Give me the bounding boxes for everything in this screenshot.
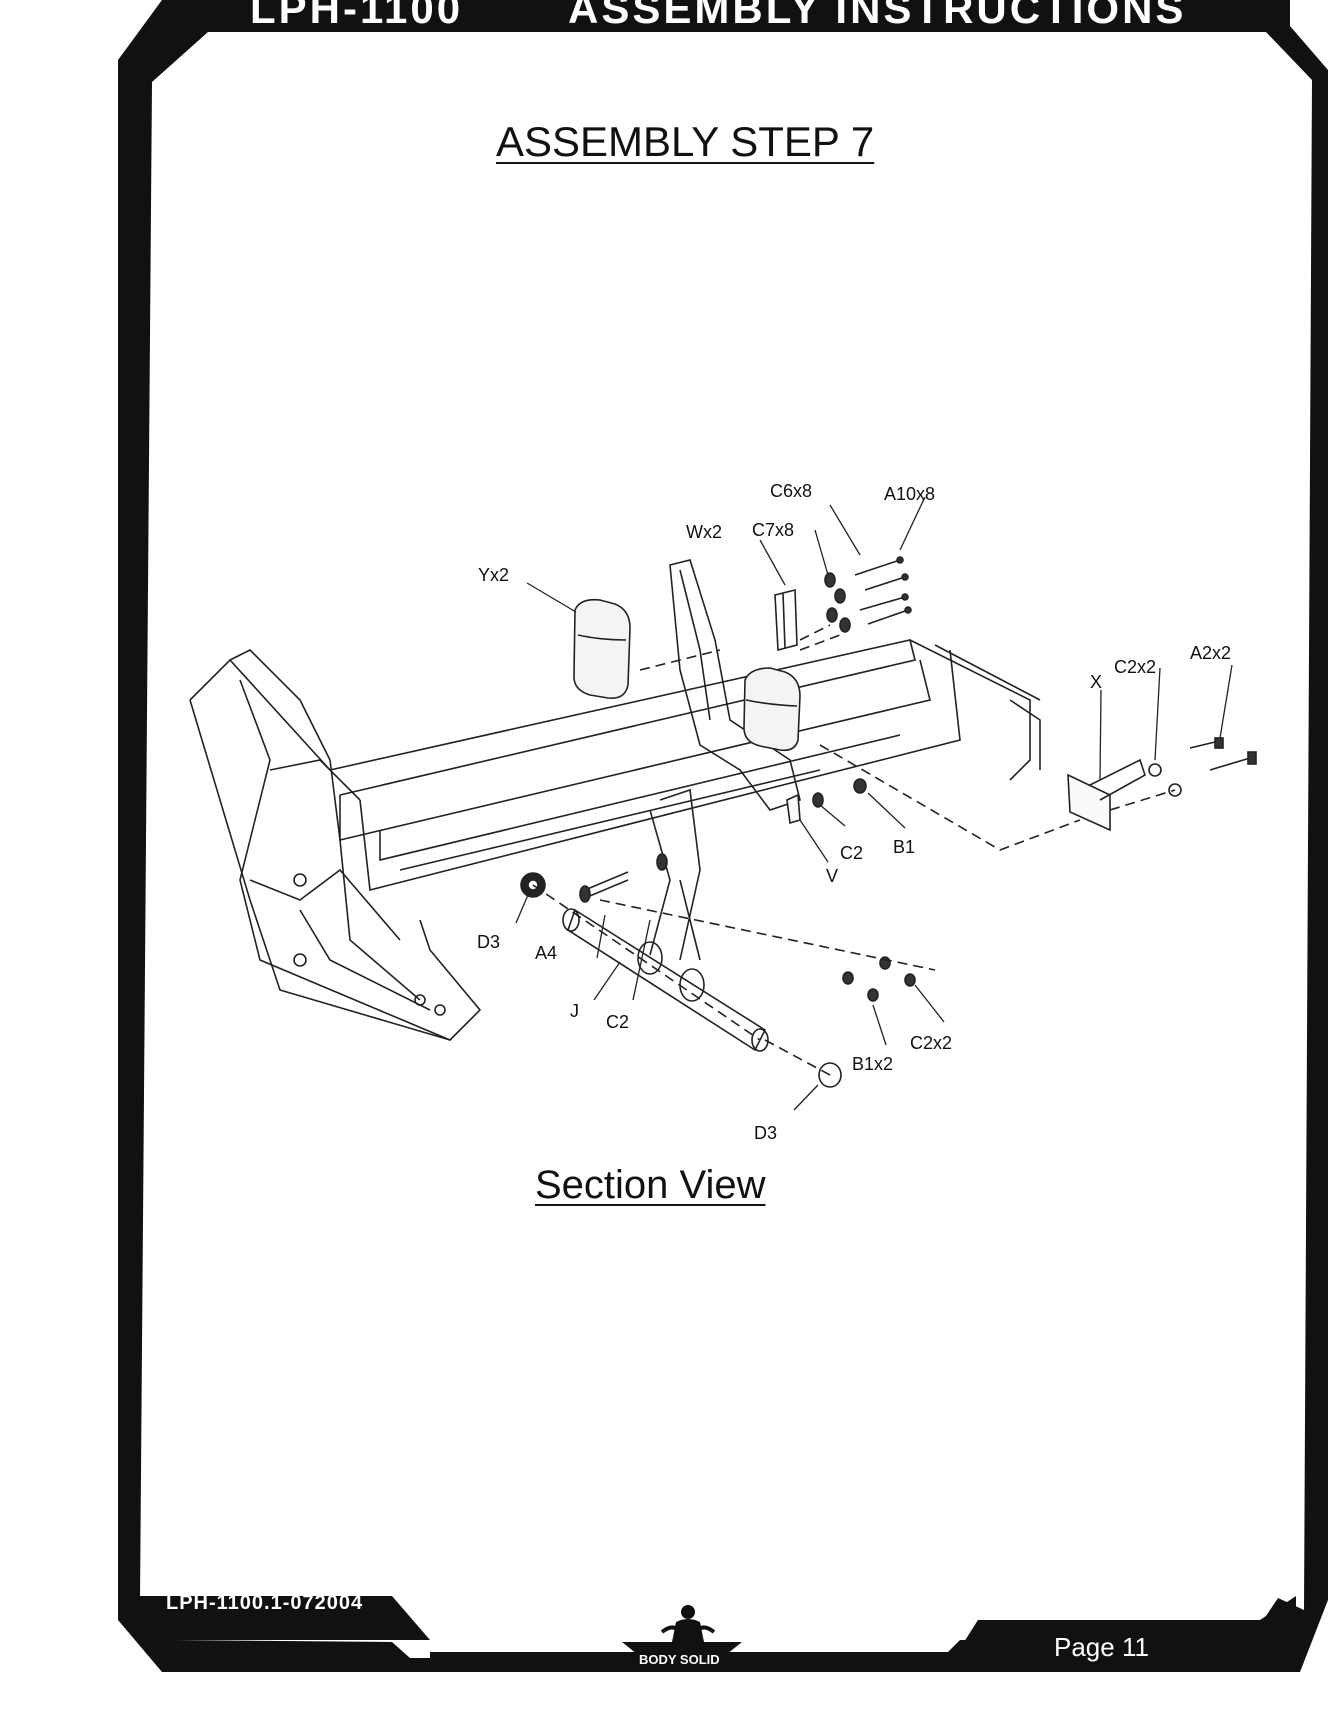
label-c2x2-bottom: C2x2: [910, 1033, 952, 1054]
document-code: LPH-1100.1-072004: [166, 1592, 363, 1615]
label-c6x8: C6x8: [770, 481, 812, 502]
label-a10x8: A10x8: [884, 484, 935, 505]
label-b1: B1: [893, 837, 915, 858]
label-c2-bottom: C2: [606, 1012, 629, 1033]
brand-text: BODY SOLID: [636, 1652, 723, 1667]
label-wx2: Wx2: [686, 522, 722, 543]
label-c7x8: C7x8: [752, 520, 794, 541]
label-b1x2: B1x2: [852, 1054, 893, 1075]
bracket-w-drawing: [775, 590, 797, 650]
pin-a4-drawing: [580, 854, 667, 902]
bar-j-drawing: [563, 790, 768, 1051]
label-c2x2-top: C2x2: [1114, 657, 1156, 678]
label-x: X: [1090, 672, 1102, 693]
section-view-title: Section View: [535, 1163, 766, 1208]
label-a4: A4: [535, 943, 557, 964]
plate-x-drawing: [1068, 738, 1256, 830]
label-d3-bottom: D3: [754, 1123, 777, 1144]
bolts-top-drawing: [825, 557, 911, 632]
label-a2x2: A2x2: [1190, 643, 1231, 664]
label-v: V: [826, 866, 838, 887]
label-yx2: Yx2: [478, 565, 509, 586]
pad-yx2-drawing: [574, 600, 800, 751]
label-d3-left: D3: [477, 932, 500, 953]
plate-v-drawing: [787, 779, 866, 823]
label-j: J: [570, 1001, 579, 1022]
page-number: Page 11: [1054, 1632, 1149, 1663]
label-c2-right: C2: [840, 843, 863, 864]
